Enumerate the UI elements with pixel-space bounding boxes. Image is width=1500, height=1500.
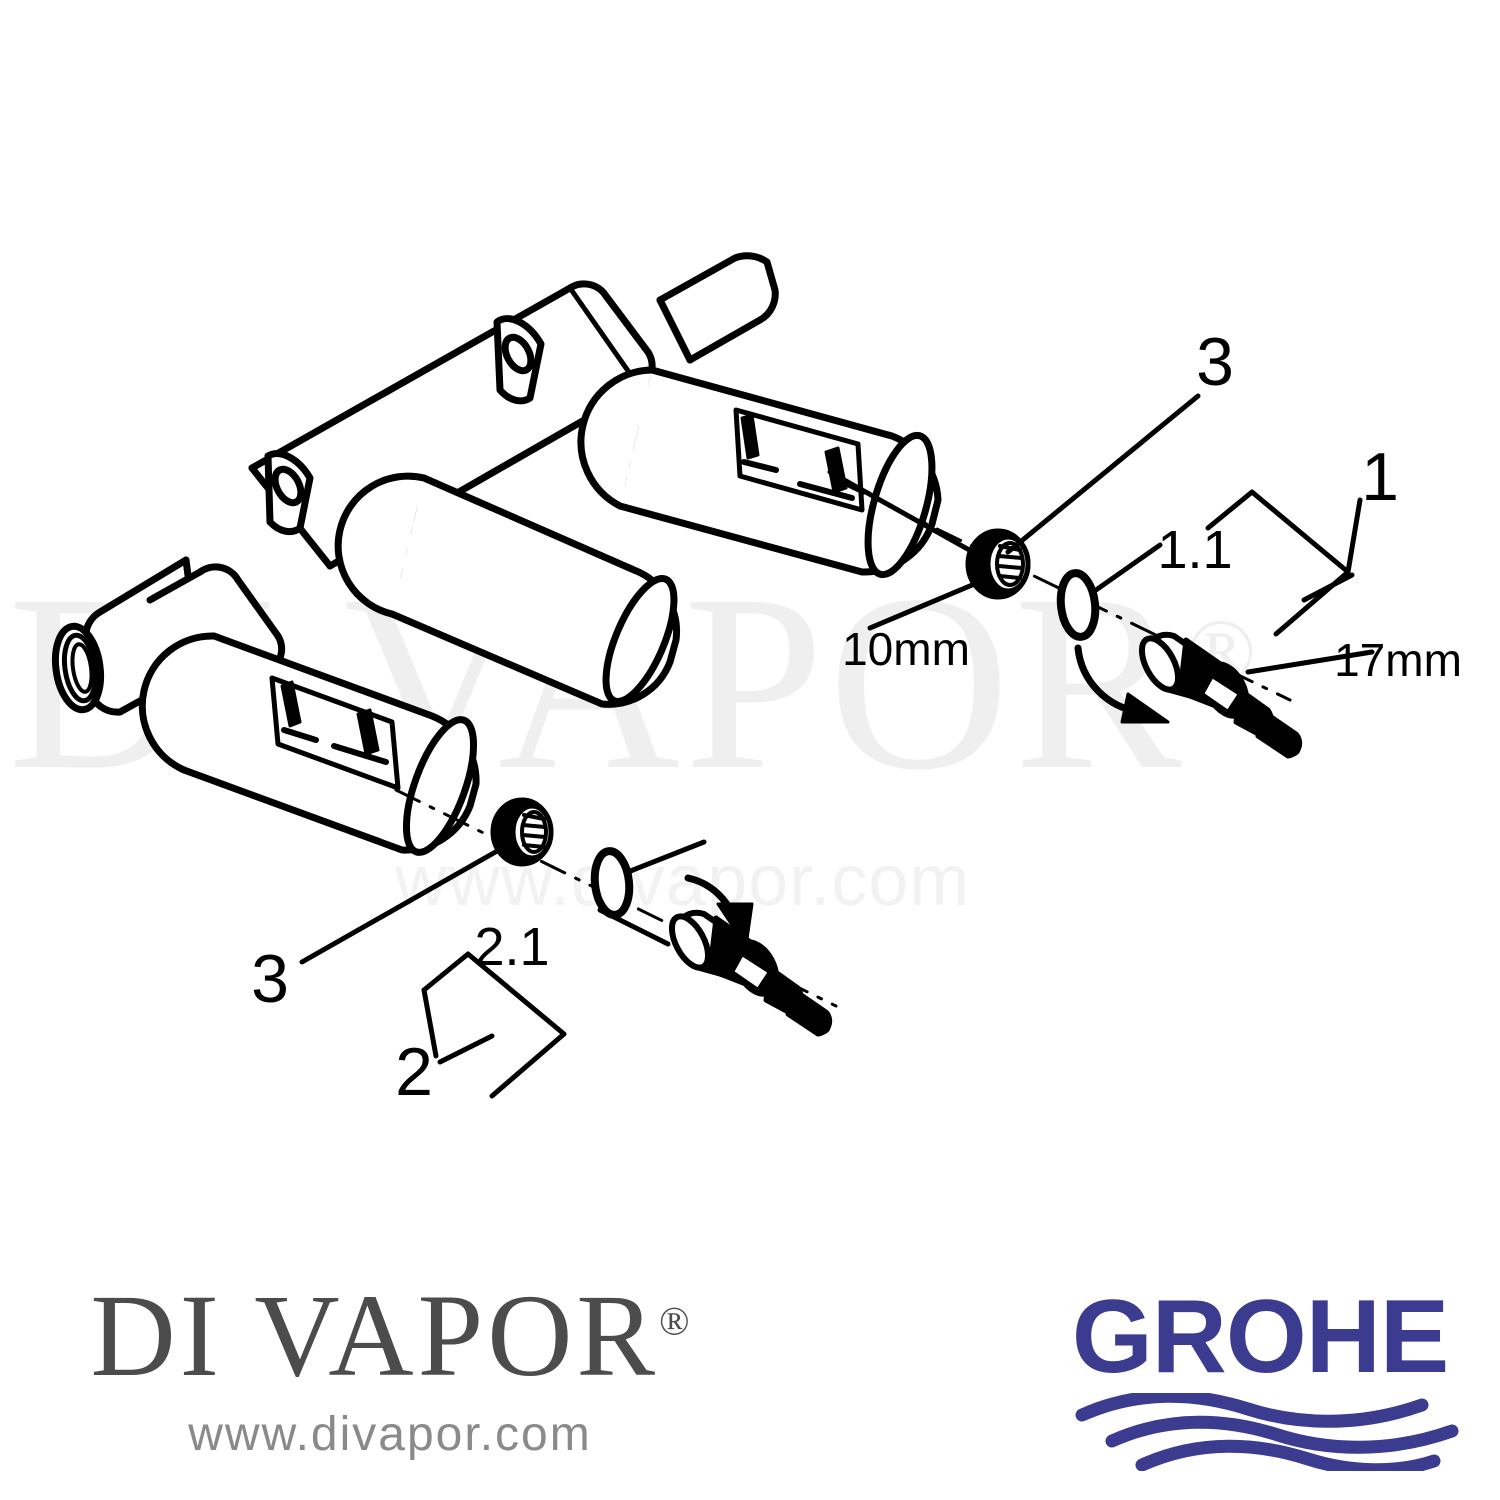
valve-housing-upper: [577, 366, 942, 579]
divapor-url: www.divapor.com: [188, 1408, 592, 1461]
mounting-lug-middle: [493, 315, 545, 405]
callout-10mm: 10mm: [842, 623, 970, 675]
grohe-waves-icon: [1075, 1393, 1459, 1471]
callout-1: 1: [1361, 439, 1399, 515]
callout-leaders-upper: [827, 393, 1375, 675]
cartridge-upper: [1138, 631, 1303, 759]
callout-2: 2: [395, 1034, 433, 1110]
manifold-centre-cylinder: [334, 472, 680, 708]
callout-1-1: 1.1: [1157, 520, 1232, 580]
o-ring-upper: [1056, 569, 1100, 641]
divapor-logo: DI VAPOR® www.divapor.com: [20, 1277, 760, 1477]
divapor-registered-icon: ®: [659, 1298, 690, 1344]
grohe-wordmark: GROHE: [1071, 1279, 1449, 1395]
grohe-logo: GROHE: [1030, 1279, 1490, 1471]
valve-housing-lower: [138, 632, 480, 856]
callout-3-bot: 3: [251, 941, 289, 1017]
footer-logos: DI VAPOR® www.divapor.com GROHE: [0, 1255, 1500, 1500]
divapor-brand-text: DI VAPOR: [90, 1270, 660, 1401]
callout-leaders-lower: [299, 839, 707, 965]
bracket-part-2: [421, 951, 567, 1099]
manifold-top-outlet: [656, 252, 779, 364]
o-ring-lower: [590, 847, 634, 919]
threaded-bush-lower: [490, 797, 554, 867]
divapor-wordmark: DI VAPOR®: [20, 1277, 760, 1395]
rotation-arrow-lower: [684, 874, 754, 948]
rotation-arrow-upper: [1074, 644, 1170, 724]
callout-3-top: 3: [1196, 324, 1234, 400]
cartridge-lower: [668, 909, 833, 1037]
bracket-part-1: [1205, 489, 1363, 637]
mounting-lug-upper: [264, 450, 314, 536]
callout-17mm: 17mm: [1334, 634, 1462, 686]
callout-2-1: 2.1: [474, 917, 549, 977]
